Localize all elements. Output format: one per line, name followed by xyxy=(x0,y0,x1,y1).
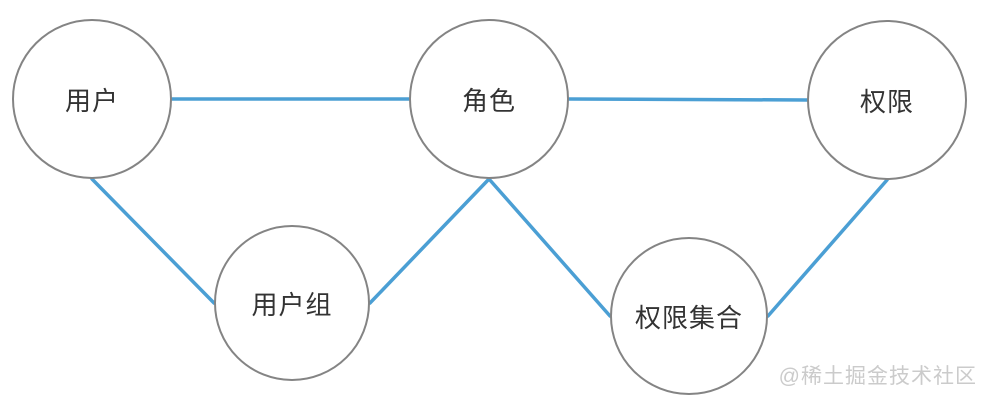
edge-permission-set-to-permission xyxy=(766,178,889,318)
watermark: @稀土掘金技术社区 xyxy=(778,365,977,388)
node-permission: 权限 xyxy=(807,20,967,180)
edge-user-group-to-role xyxy=(368,177,491,305)
node-user-group: 用户组 xyxy=(214,225,370,381)
node-permission-label: 权限 xyxy=(859,86,914,117)
node-role: 角色 xyxy=(409,19,569,179)
node-user-group-label: 用户组 xyxy=(251,289,333,320)
node-role-label: 角色 xyxy=(461,85,516,116)
node-user: 用户 xyxy=(12,19,172,179)
edge-role-to-permission xyxy=(567,97,809,102)
edge-role-to-permission-set xyxy=(487,177,612,318)
node-user-label: 用户 xyxy=(64,85,119,116)
node-permission-set: 权限集合 xyxy=(610,237,768,395)
edge-user-to-user-group xyxy=(90,177,216,305)
node-permission-set-label: 权限集合 xyxy=(634,302,743,333)
